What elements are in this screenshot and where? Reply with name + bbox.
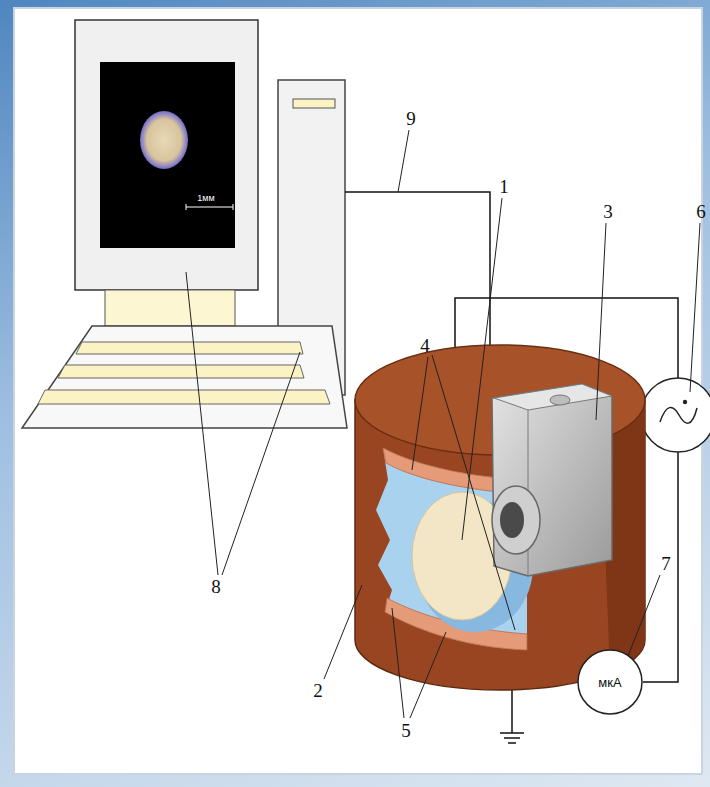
meter-circle: мкА	[577, 649, 643, 715]
leader-line	[222, 352, 300, 575]
microammeter-symbol	[578, 650, 642, 714]
leader-line	[462, 198, 502, 540]
leader-line	[628, 575, 660, 656]
scale-bar-tick	[233, 204, 234, 210]
meter-label: мкА	[598, 675, 621, 690]
callout-number: 4	[420, 336, 430, 355]
leader-line	[186, 272, 218, 575]
ac-dot	[683, 400, 687, 404]
monitor-screen	[100, 62, 235, 248]
camera-lens-glass	[500, 502, 524, 538]
ac-source-symbol	[641, 378, 710, 452]
drive-slot	[293, 99, 335, 108]
keyboard	[22, 326, 347, 428]
callout-number: 1	[499, 177, 509, 196]
leader-line	[398, 130, 409, 192]
sample-image	[140, 111, 188, 169]
scale-bar-tick	[186, 204, 187, 210]
callout-number: 5	[401, 721, 411, 740]
ground-symbol	[504, 737, 520, 739]
callout-number: 3	[603, 202, 613, 221]
leader-line	[392, 608, 404, 718]
camera-button	[550, 395, 570, 405]
camera-lens	[492, 486, 540, 554]
leader-line	[324, 585, 362, 679]
leader-line	[410, 632, 446, 718]
leader-line	[596, 223, 606, 420]
callout-number: 2	[313, 681, 323, 700]
ac-tilde	[660, 407, 697, 423]
camera-top	[494, 384, 612, 410]
callout-number: 6	[696, 202, 706, 221]
scale-bar	[186, 207, 233, 208]
ground-symbol	[500, 732, 524, 734]
wire	[643, 452, 678, 682]
leader-line	[412, 357, 428, 470]
callout-number: 7	[661, 554, 671, 573]
key-row	[76, 342, 303, 354]
monitor-stand	[105, 290, 235, 326]
leader-line	[432, 355, 515, 630]
leader-line	[690, 223, 700, 392]
callout-number: 9	[406, 109, 416, 128]
key-row	[58, 365, 304, 378]
monitor	[75, 20, 258, 290]
callout-number: 8	[211, 577, 221, 596]
slide-panel	[14, 8, 702, 774]
scale-label: 1мм	[197, 194, 214, 203]
node-text-holder: мкА	[577, 649, 643, 715]
camera-body	[492, 384, 612, 576]
ground-symbol	[508, 742, 516, 744]
